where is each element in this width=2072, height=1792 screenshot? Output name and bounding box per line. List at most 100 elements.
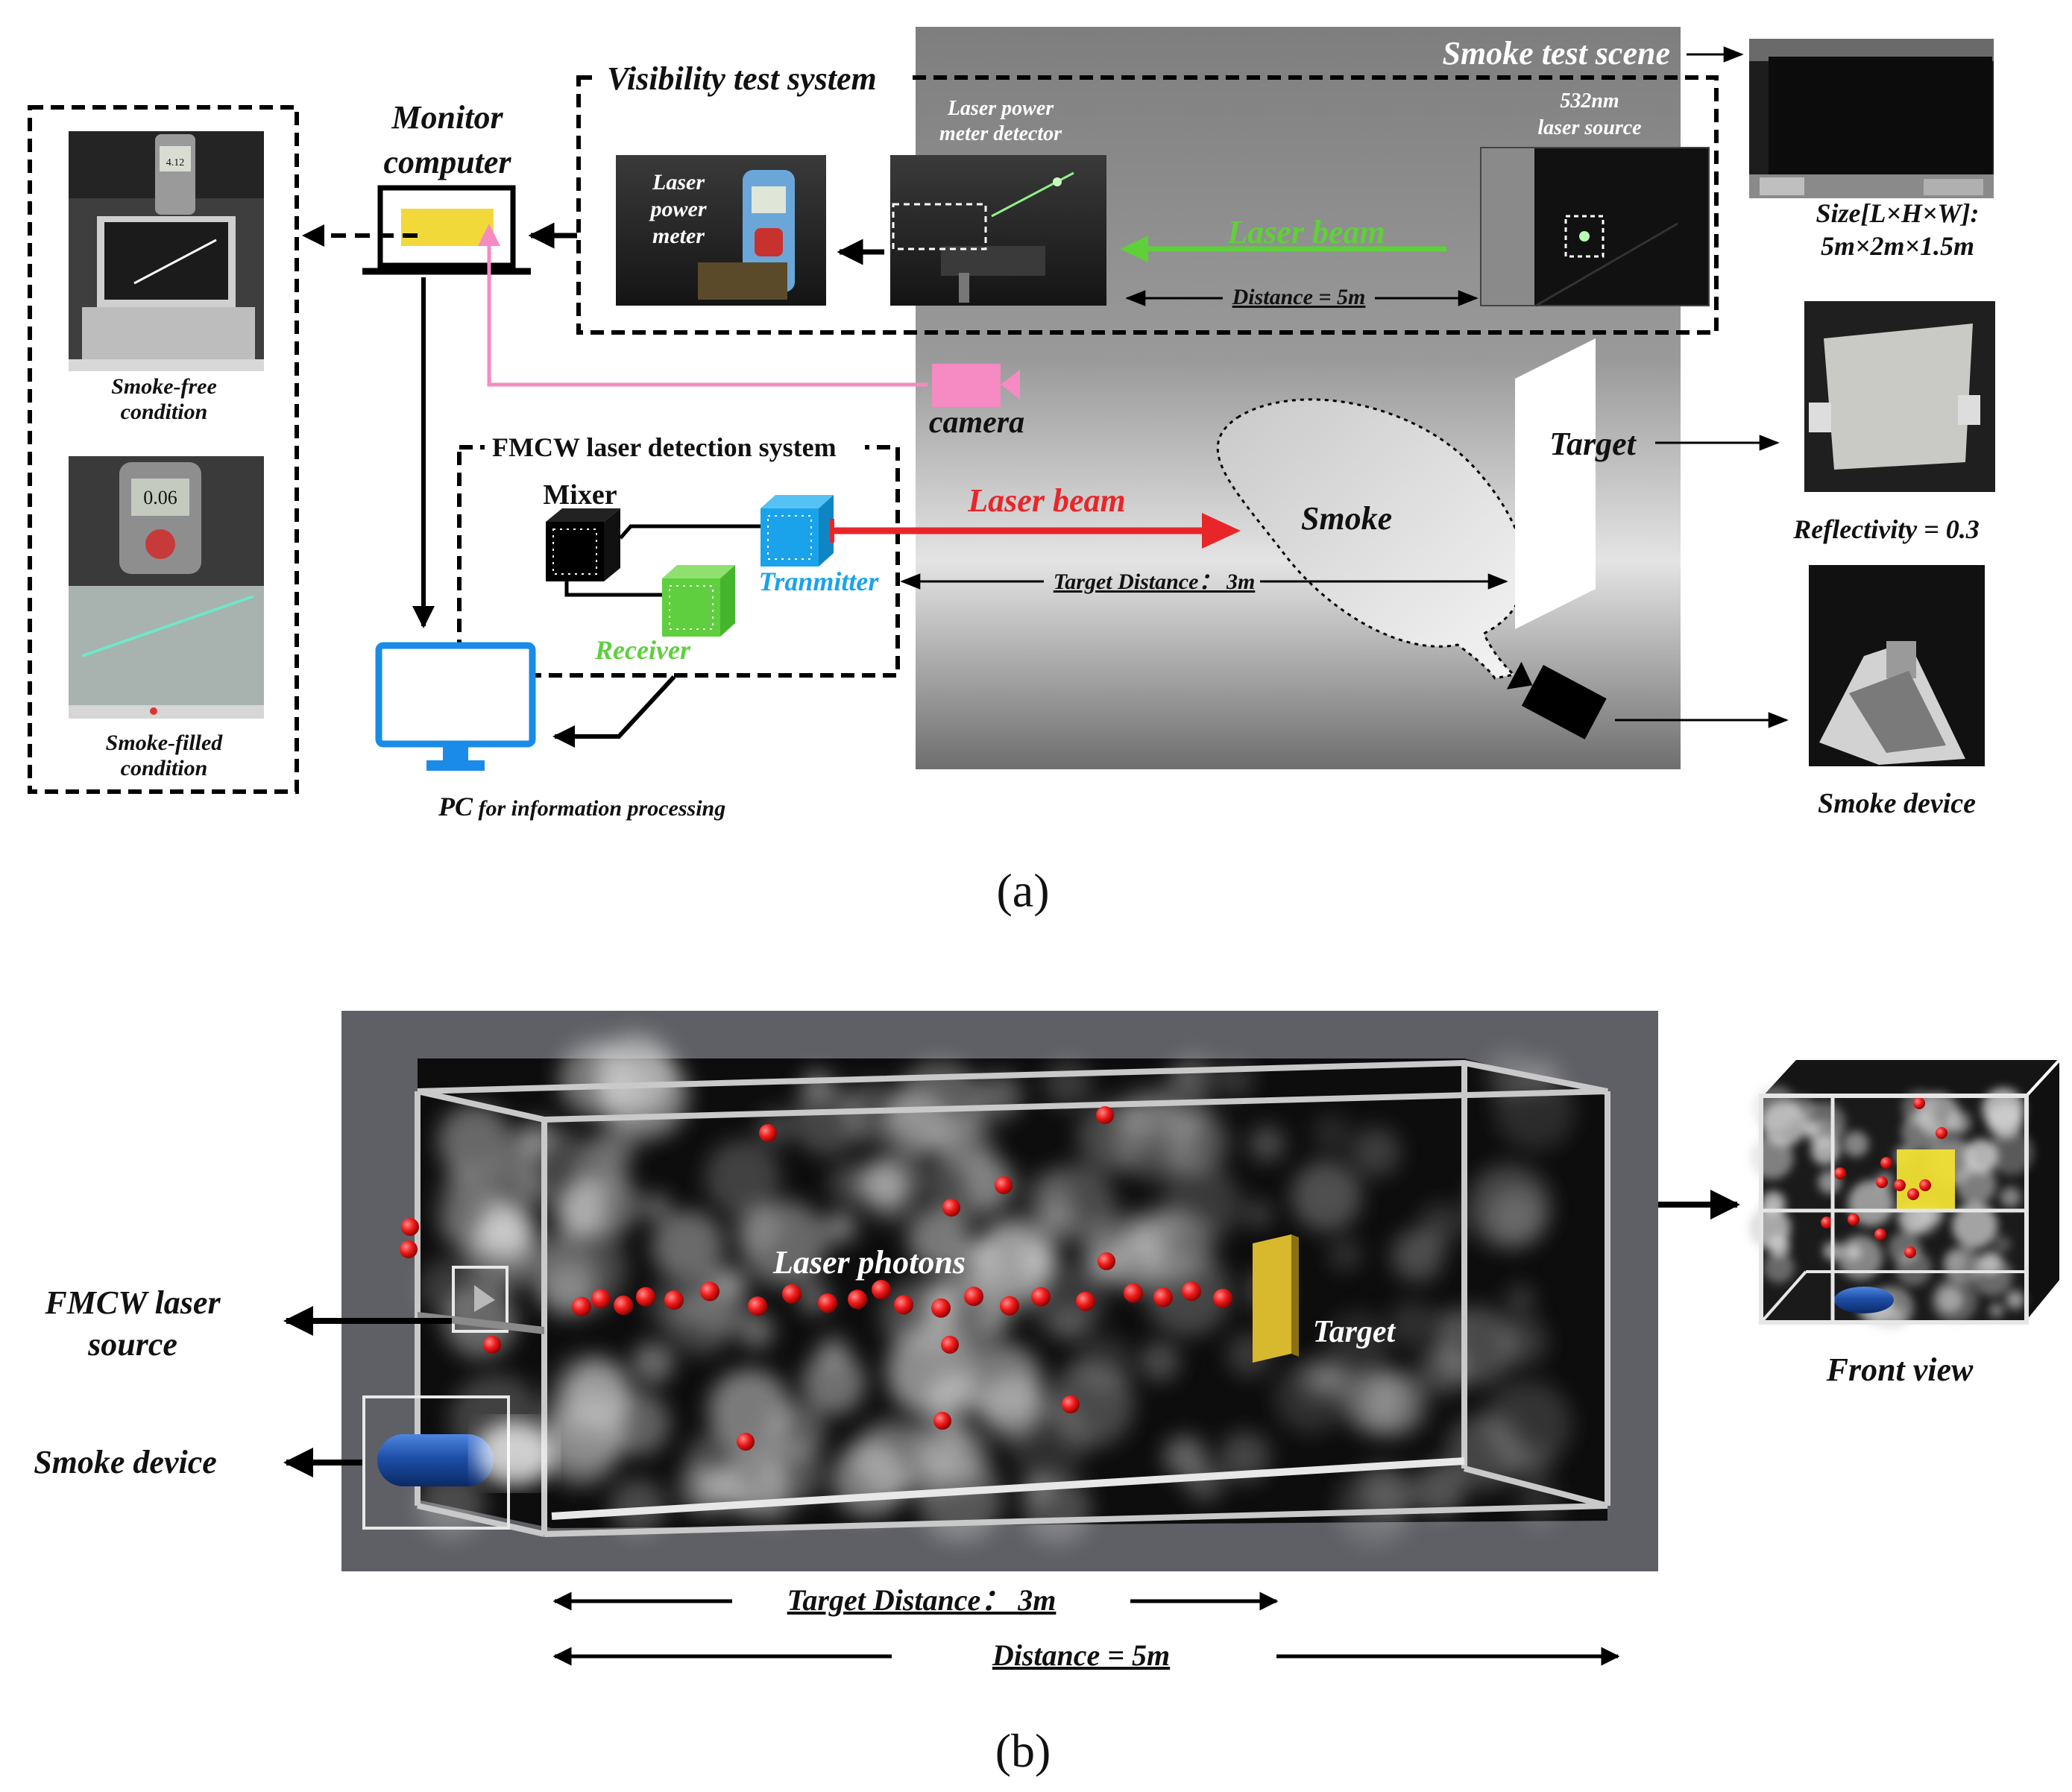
laser-power-meter-line-2: power: [649, 197, 707, 221]
detector-label-line-2: meter detector: [939, 122, 1062, 145]
smoke-blob: [1345, 1366, 1418, 1439]
photon: [700, 1281, 719, 1302]
laser-power-meter-photo: [616, 155, 826, 306]
front-view-cube: [1749, 1054, 2065, 1330]
target-label: Target: [1549, 426, 1637, 462]
b-distance-label: Distance = 5m: [992, 1638, 1170, 1672]
smoke-blob: [1467, 1164, 1552, 1249]
smoke-blob: [1175, 1054, 1216, 1095]
green-laser-beam-label: Laser beam: [1226, 214, 1385, 250]
smoke-blob: [1326, 1312, 1390, 1375]
mixer-cube: [546, 508, 620, 581]
smoke-test-scene-label: Smoke test scene: [1442, 35, 1670, 72]
front-smoke-blob: [1988, 1302, 2004, 1319]
smoke-blob: [524, 1234, 602, 1311]
laser-power-meter-line-1: Laser: [652, 170, 705, 195]
photon: [1062, 1395, 1080, 1413]
photon: [737, 1433, 755, 1451]
photon: [614, 1296, 633, 1315]
fmcw-source-box: [452, 1266, 508, 1333]
target-panel: [1515, 338, 1596, 629]
front-smoke-blob: [1944, 1251, 1967, 1274]
smoke-blob: [1329, 1238, 1361, 1271]
smoke-blob: [438, 1105, 511, 1179]
pc-icon: [375, 642, 536, 771]
size-value: 5m×2m×1.5m: [1821, 231, 1974, 261]
smoke-blob: [1413, 1464, 1466, 1517]
smoke-blob: [442, 1192, 508, 1258]
laser-source-label-line-2: laser source: [1537, 116, 1641, 139]
smoke-blob: [939, 1273, 1010, 1345]
photon: [995, 1176, 1013, 1194]
smoke-blob: [1249, 1126, 1285, 1162]
camera-label: camera: [929, 406, 1024, 440]
reflectivity-label: Reflectivity = 0.3: [1792, 514, 1979, 544]
front-smoke-blob: [1750, 1136, 1794, 1180]
mixer-receiver-wire: [564, 581, 662, 597]
front-smoke-blob: [1950, 1117, 1966, 1132]
front-smoke-blob: [1931, 1277, 1978, 1324]
smoke-blob: [802, 1351, 866, 1415]
front-smoke-blob: [1763, 1252, 1795, 1284]
photon: [400, 1240, 418, 1258]
smoke-blob: [1351, 1127, 1401, 1177]
smoke-blob: [444, 1164, 480, 1199]
smoke-blob: [591, 1124, 636, 1170]
fmcw-source-rail: [418, 1312, 544, 1334]
size-label: Size[L×H×W]:: [1816, 198, 1979, 228]
scene-photo: [1749, 39, 1994, 198]
front-smoke-blob: [1895, 1250, 1932, 1287]
panel-b: Target Laser photons FMCW laser source S…: [34, 1011, 2065, 1777]
photon: [782, 1284, 802, 1304]
smoke-blob: [570, 1170, 639, 1239]
transmitter-label: Tranmitter: [759, 567, 880, 596]
smoke-blob: [1494, 1069, 1575, 1151]
photon: [941, 1336, 959, 1354]
smoke-blob: [928, 1144, 1007, 1223]
receiver-label: Receiver: [594, 635, 691, 665]
front-photon: [1834, 1167, 1846, 1179]
pc-label: PC for information processing: [438, 792, 725, 821]
front-smoke-blob: [1994, 1235, 2012, 1253]
front-photon: [1894, 1179, 1906, 1191]
front-smoke-blob: [1963, 1139, 1998, 1174]
panel-a-caption: (a): [996, 864, 1049, 917]
smoke-label: Smoke: [1301, 500, 1392, 537]
photon: [572, 1296, 591, 1316]
photon: [1076, 1291, 1095, 1311]
b-target-distance-label: Target Distance： 3m: [787, 1583, 1057, 1617]
target-photo: [1804, 301, 1995, 492]
camera-feed-line: [487, 237, 928, 387]
smoke-blob: [1035, 1163, 1115, 1243]
smoke-cloud: [1216, 398, 1526, 680]
front-photon: [1821, 1217, 1833, 1228]
smoke-blob: [558, 1041, 635, 1117]
photon: [894, 1295, 913, 1315]
monitor-computer-icon: [362, 185, 531, 275]
smoke-free-line-1: Smoke-free: [111, 374, 217, 399]
fmcw-source-emitter: [474, 1285, 495, 1312]
smoke-device-icon: [1506, 661, 1607, 739]
smoke-blob: [605, 1391, 670, 1456]
photon: [591, 1289, 611, 1309]
smoke-blob: [1388, 1301, 1435, 1347]
smoke-blob: [1185, 1463, 1224, 1502]
smoke-blob: [667, 1288, 734, 1356]
front-photon: [1904, 1246, 1916, 1258]
smoke-blob: [1291, 1161, 1362, 1231]
camera-icon: [932, 364, 1020, 407]
mixer-transmitter-wire: [619, 524, 761, 540]
laser-photons: [400, 1106, 1232, 1451]
smoke-blob: [1244, 1199, 1273, 1229]
smoke-blob: [1043, 1060, 1092, 1108]
smoke-blob: [632, 1341, 674, 1384]
smoke-blob: [1140, 1341, 1180, 1381]
smoke-blob: [884, 1091, 949, 1157]
smoke-blob: [641, 1193, 670, 1222]
smoke-device-pill: [377, 1434, 494, 1486]
smoke-emission: [476, 1421, 553, 1486]
photon: [818, 1293, 837, 1313]
pc-label-rest: for information processing: [473, 796, 725, 821]
detector-photo: [890, 155, 1106, 306]
